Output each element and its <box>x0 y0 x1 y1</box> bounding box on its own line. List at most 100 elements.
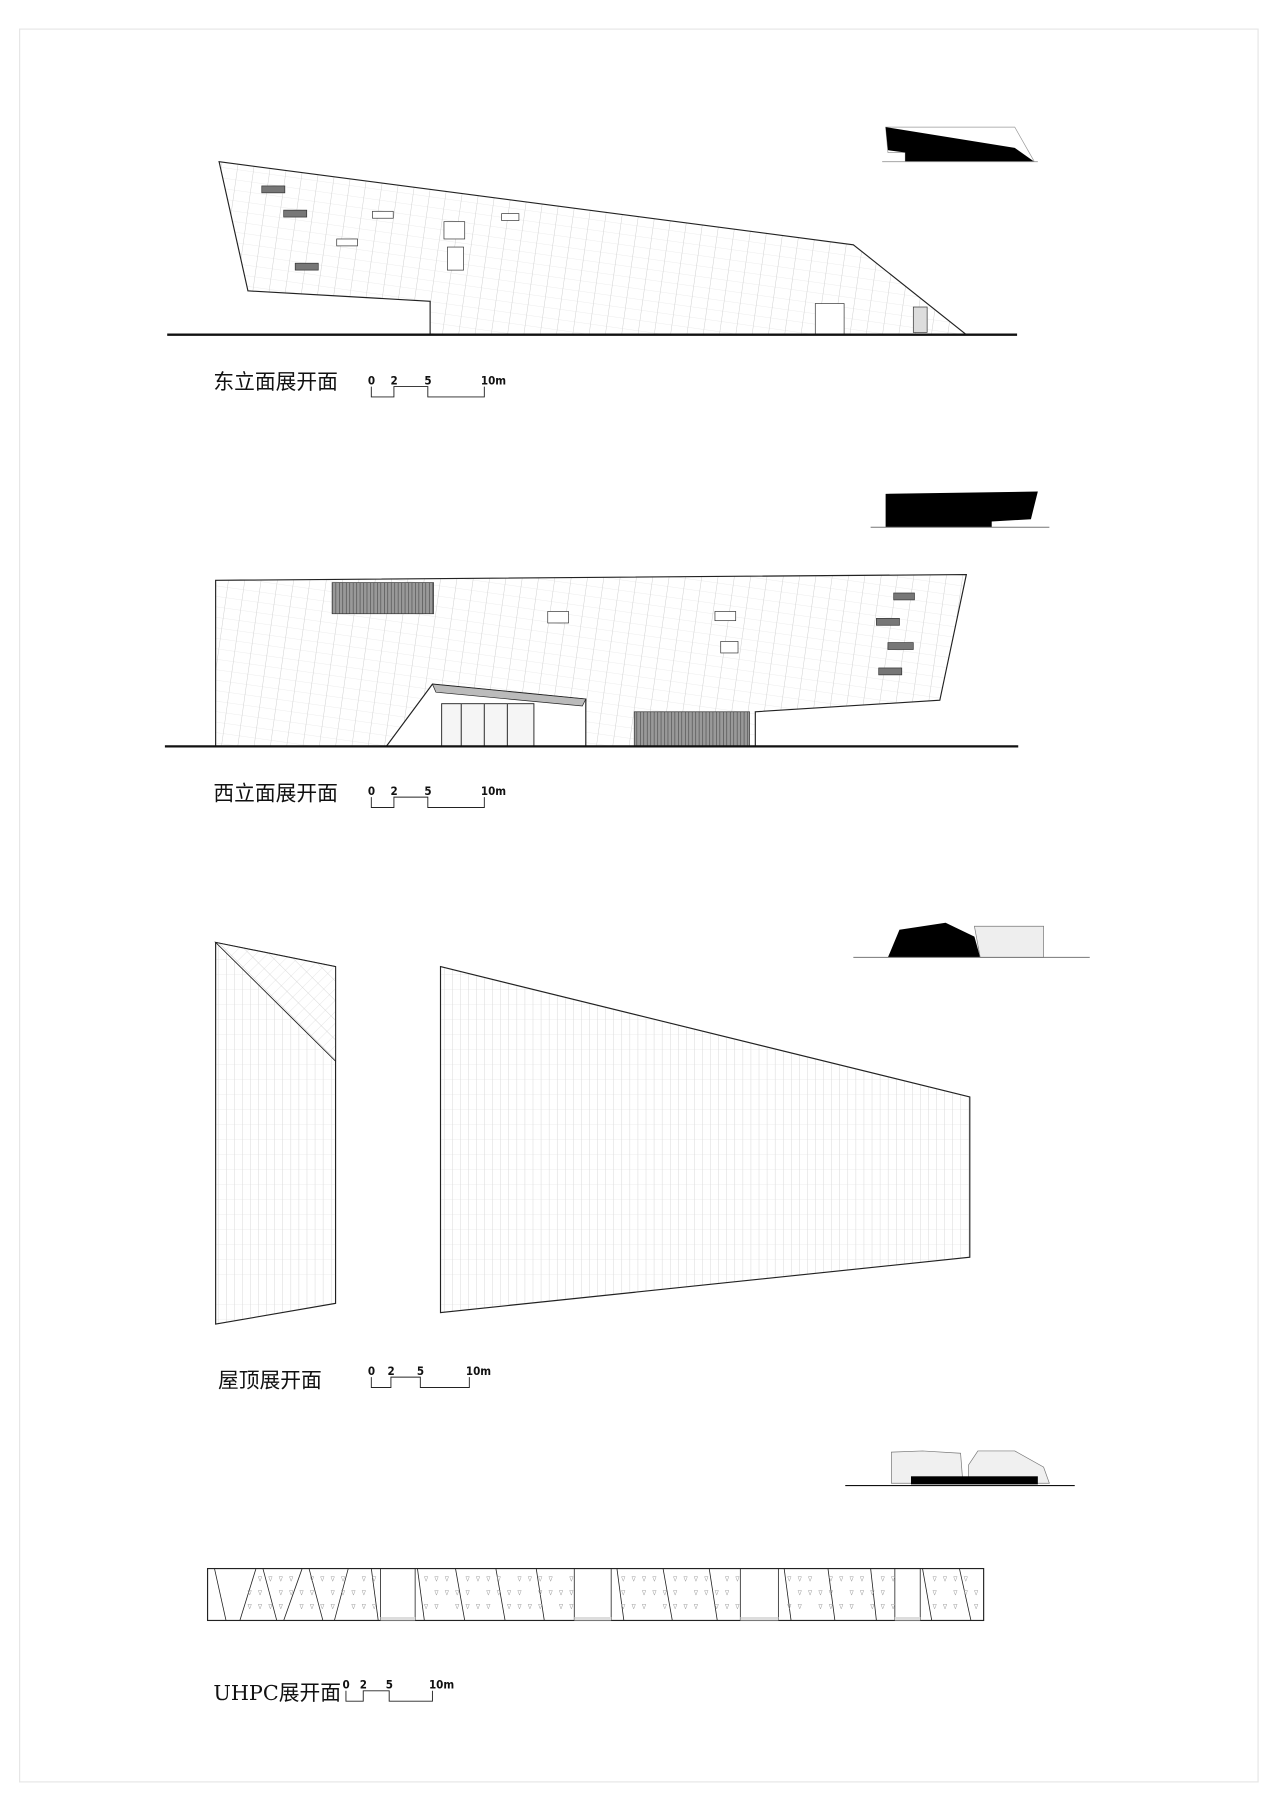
uhpc-perforation <box>320 1604 325 1610</box>
uhpc-perforation <box>299 1590 304 1596</box>
uhpc-perforation <box>517 1576 522 1582</box>
uhpc-perforation <box>849 1576 854 1582</box>
roof-title: 屋顶展开面 <box>218 1369 322 1393</box>
uhpc-perforation <box>621 1590 626 1596</box>
uhpc-perforation <box>569 1590 574 1596</box>
west-title: 西立面展开面 <box>213 782 338 806</box>
uhpc-perforation <box>963 1576 968 1582</box>
scale-bar-line <box>370 796 485 808</box>
scale-bar-label: 2 <box>390 784 397 798</box>
scale-bar-label: 0 <box>342 1677 349 1691</box>
uhpc-perforation <box>631 1576 636 1582</box>
east-windows <box>261 185 928 336</box>
scale-bar-line <box>370 386 485 398</box>
uhpc-perforation <box>641 1590 647 1596</box>
uhpc-panel-edge <box>783 1568 792 1621</box>
scale-bar-label: 0 <box>368 1364 375 1378</box>
uhpc-perforation <box>849 1604 854 1610</box>
uhpc-panel-edge <box>662 1568 673 1621</box>
uhpc-perforation <box>859 1590 865 1596</box>
scale-bar-label: 2 <box>387 1364 394 1378</box>
scale-bar-label: 5 <box>424 373 431 387</box>
uhpc-perforation <box>932 1604 937 1610</box>
uhpc-perforation <box>828 1590 833 1596</box>
uhpc-perforation <box>808 1576 813 1582</box>
uhpc-opening-sill <box>574 1616 612 1621</box>
uhpc-perforation <box>963 1590 968 1596</box>
uhpc-perforation <box>278 1604 283 1610</box>
uhpc-panel-edge <box>708 1568 718 1621</box>
scale-bar-label: 5 <box>386 1677 393 1691</box>
west-louver-upper <box>331 582 434 615</box>
scale-bar-line <box>345 1690 433 1702</box>
uhpc-perforation <box>839 1576 844 1582</box>
uhpc-perforation <box>631 1604 636 1610</box>
uhpc-perforation <box>558 1604 564 1610</box>
uhpc-perforation <box>787 1604 792 1610</box>
uhpc-panel-edge <box>262 1568 278 1621</box>
uhpc-perforation <box>683 1576 688 1582</box>
uhpc-panel-edge <box>922 1568 933 1621</box>
east-facade <box>218 161 968 336</box>
uhpc-perforation <box>351 1590 356 1596</box>
uhpc-perforation <box>247 1604 252 1610</box>
uhpc-perforation <box>475 1604 481 1610</box>
uhpc-perforation <box>621 1604 626 1610</box>
uhpc-perforation <box>257 1590 263 1596</box>
uhpc-perforation <box>465 1576 470 1582</box>
uhpc-key-thumbnail <box>845 1450 1075 1487</box>
uhpc-perforation <box>351 1604 356 1610</box>
uhpc-perforation <box>953 1576 958 1582</box>
uhpc-perforation <box>859 1576 865 1582</box>
uhpc-perforation <box>891 1576 896 1582</box>
scale-bar-line <box>370 1376 470 1388</box>
uhpc-perforation <box>548 1576 553 1582</box>
uhpc-perforation <box>289 1590 294 1596</box>
uhpc-perforation <box>538 1604 543 1610</box>
roof-key-thumbnail <box>853 922 1090 958</box>
uhpc-perforation <box>569 1604 574 1610</box>
uhpc-perforation <box>942 1576 948 1582</box>
uhpc-perforation <box>693 1590 698 1596</box>
scale-bar-label: 10m <box>429 1677 454 1691</box>
uhpc-perforation <box>725 1604 730 1610</box>
uhpc-perforation <box>693 1576 698 1582</box>
uhpc-perforation <box>330 1590 335 1596</box>
uhpc-perforation <box>942 1604 948 1610</box>
west-key-thumbnail <box>870 491 1050 528</box>
uhpc-perforation <box>527 1576 532 1582</box>
uhpc-perforation <box>558 1590 564 1596</box>
uhpc-perforation <box>299 1604 304 1610</box>
uhpc-panel-edge <box>959 1568 972 1621</box>
uhpc-perforation <box>953 1590 958 1596</box>
uhpc-perforation <box>496 1590 501 1596</box>
uhpc-perforation <box>486 1590 491 1596</box>
uhpc-perforation <box>953 1604 958 1610</box>
uhpc-perforation <box>797 1576 802 1582</box>
uhpc-perforation <box>932 1576 937 1582</box>
uhpc-perforation <box>309 1604 314 1610</box>
uhpc-perforation <box>704 1590 709 1596</box>
uhpc-perforation <box>880 1604 885 1610</box>
uhpc-perforation <box>309 1576 314 1582</box>
uhpc-perforation <box>714 1590 719 1596</box>
uhpc-perforation <box>652 1576 657 1582</box>
uhpc-perforation <box>330 1604 335 1610</box>
uhpc-perforation <box>683 1604 688 1610</box>
uhpc-perforation <box>486 1604 491 1610</box>
uhpc-perforation <box>704 1576 709 1582</box>
west-windows <box>547 592 915 676</box>
uhpc-panel-edge <box>214 1568 227 1621</box>
uhpc-perforation <box>507 1590 512 1596</box>
uhpc-panel-edge <box>870 1568 877 1621</box>
uhpc-perforation <box>974 1590 979 1596</box>
scale-bar-label: 10m <box>481 784 506 798</box>
uhpc-perforation <box>828 1604 833 1610</box>
uhpc-panel-edge <box>616 1568 625 1621</box>
uhpc-perforation <box>257 1604 263 1610</box>
